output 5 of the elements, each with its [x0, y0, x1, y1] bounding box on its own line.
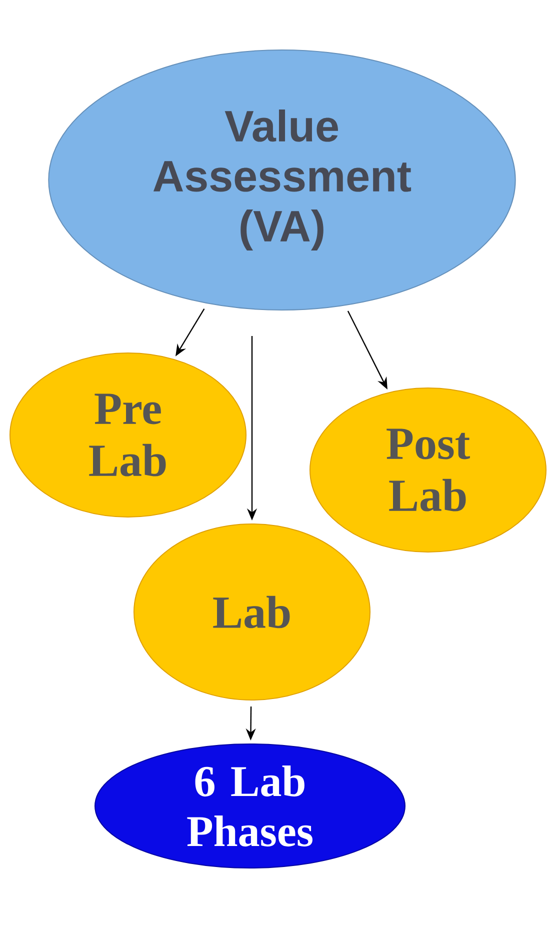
oval: Post Lab [310, 388, 546, 552]
oval: Pre Lab [10, 352, 246, 518]
oval: Lab [134, 524, 370, 700]
oval: 6 Lab Phases [94, 744, 406, 868]
oval: Value Assessment (VA) [48, 50, 516, 310]
